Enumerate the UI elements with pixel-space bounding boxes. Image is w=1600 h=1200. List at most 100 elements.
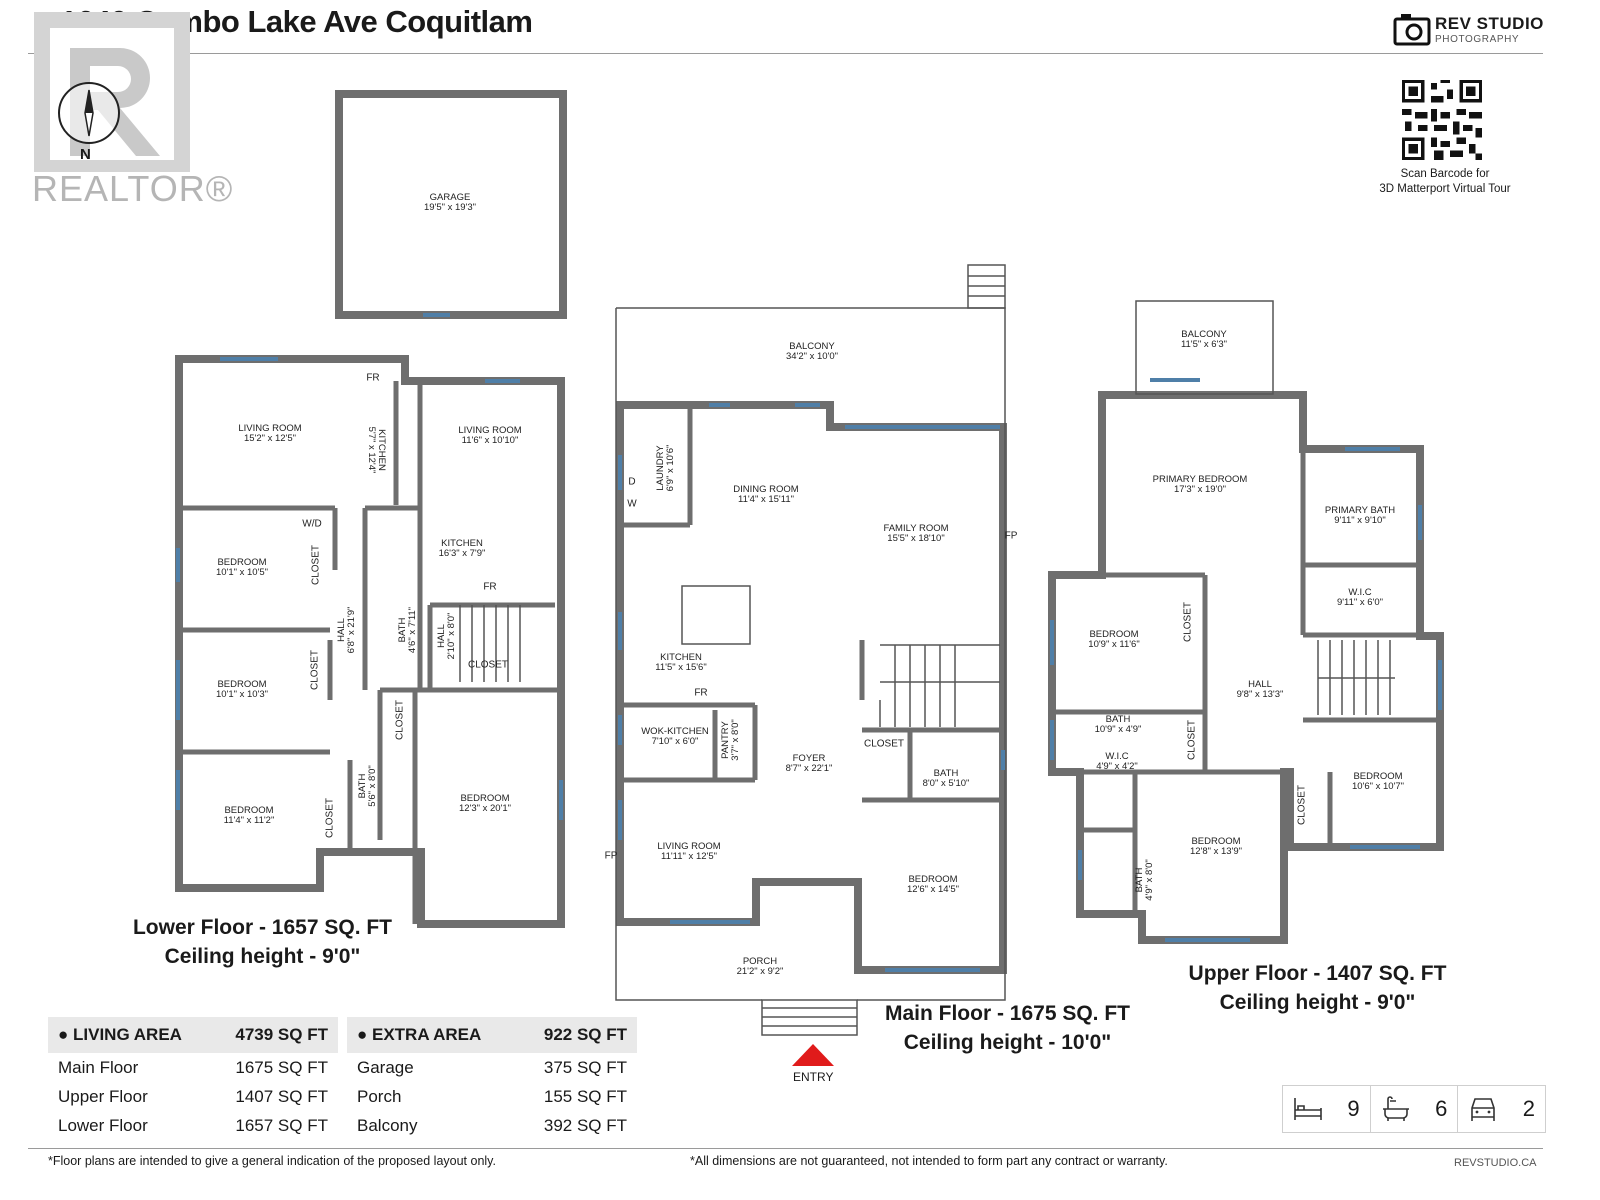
room-name: HALL: [1248, 679, 1272, 690]
room-name: BEDROOM: [1191, 836, 1241, 847]
footer-disclaimer-layout: *Floor plans are intended to give a gene…: [48, 1154, 496, 1168]
caption-area: Lower Floor - 1657 SQ. FT: [132, 916, 393, 939]
room-dims: 11'5" x 6'3": [1180, 339, 1228, 350]
room-name: BALCONY: [789, 341, 835, 352]
bedroom-count: 9: [1347, 1096, 1360, 1121]
living-area-title: LIVING AREA: [73, 1025, 182, 1044]
room-name: PRIMARY BEDROOM: [1152, 474, 1248, 485]
room-name: LIVING ROOM: [458, 425, 522, 436]
row-value: 1657 SQ FT: [235, 1115, 328, 1135]
lower-stairs: [459, 605, 521, 682]
room-dims: 9'8" x 13'3": [1236, 689, 1284, 700]
closet-label: CLOSET: [324, 797, 336, 839]
room-dims: 10'1" x 10'3": [215, 689, 269, 700]
room-dims: 12'3" x 20'1": [458, 803, 512, 814]
car-icon: [1471, 1098, 1496, 1121]
row-value: 375 SQ FT: [543, 1057, 627, 1077]
room-dims: 11'11" x 12'5": [661, 851, 717, 862]
room-name: BEDROOM: [460, 793, 510, 804]
entry-label: ENTRY: [793, 1070, 834, 1084]
room-dims: 11'5" x 15'6": [655, 662, 707, 673]
row-label: Garage: [357, 1057, 414, 1077]
living-area-total: 4739 SQ FT: [210, 1017, 338, 1053]
room-name: BATH: [933, 768, 959, 779]
room-dims: 16'3" x 7'9": [438, 548, 486, 559]
table-header: ● EXTRA AREA: [347, 1017, 517, 1053]
room-dims: 17'3" x 19'0": [1173, 484, 1227, 495]
room-name: BEDROOM: [908, 874, 958, 885]
room-dims: 4'6" x 7'11": [407, 606, 418, 654]
room-name: W.I.C: [1348, 587, 1372, 598]
bathtub-icon: [1382, 1096, 1409, 1121]
room-dims: 11'4" x 15'11": [738, 494, 794, 505]
row-label: Lower Floor: [58, 1115, 148, 1135]
closet-label: CLOSET: [467, 659, 509, 671]
closet-label: CLOSET: [394, 699, 406, 741]
header-divider: [28, 53, 1543, 54]
footer-website[interactable]: REVSTUDIO.CA: [1454, 1157, 1537, 1169]
room-dims: 10'6" x 10'7": [1351, 781, 1405, 792]
room-name: BALCONY: [1181, 329, 1227, 340]
dryer-label: D: [628, 476, 636, 488]
main-stairs: [879, 644, 1000, 727]
stat-bedrooms: 9: [1283, 1086, 1371, 1132]
room-dims: 34'2" x 10'0": [785, 351, 839, 362]
compass-north-label: N: [80, 146, 91, 163]
room-name: BEDROOM: [1089, 629, 1139, 640]
room-dims: 10'9" x 11'6": [1088, 639, 1140, 650]
fridge-label: FR: [366, 372, 380, 384]
room-dims: 19'5" x 19'3": [423, 202, 477, 213]
room-dims: 12'6" x 14'5": [906, 884, 960, 895]
kitchen-island: [681, 585, 751, 645]
closet-label: CLOSET: [1182, 601, 1194, 643]
room-name: PORCH: [742, 956, 778, 967]
footer-disclaimer-dimensions: *All dimensions are not guaranteed, not …: [690, 1154, 1168, 1168]
garage-count: 2: [1522, 1096, 1536, 1121]
row-value: 1407 SQ FT: [235, 1086, 328, 1106]
realtor-logo-watermark: [34, 12, 190, 172]
qr-code[interactable]: [1402, 80, 1482, 160]
room-dims: 3'7" x 8'0": [730, 719, 741, 761]
row-value: 1675 SQ FT: [235, 1057, 328, 1077]
stat-bathrooms: 6: [1371, 1086, 1459, 1132]
room-name: KITCHEN: [376, 429, 387, 471]
camera-icon: [1393, 14, 1431, 46]
upper-balcony-outline: [1135, 300, 1274, 395]
row-label: Balcony: [357, 1115, 418, 1135]
upper-stairs: [1317, 640, 1395, 715]
closet-label: CLOSET: [1186, 719, 1198, 761]
room-name: FOYER: [792, 753, 826, 764]
room-name: BEDROOM: [224, 805, 274, 816]
room-dims: 2'10" x 8'0": [446, 612, 457, 660]
room-dims: 9'11" x 9'10": [1334, 515, 1386, 526]
